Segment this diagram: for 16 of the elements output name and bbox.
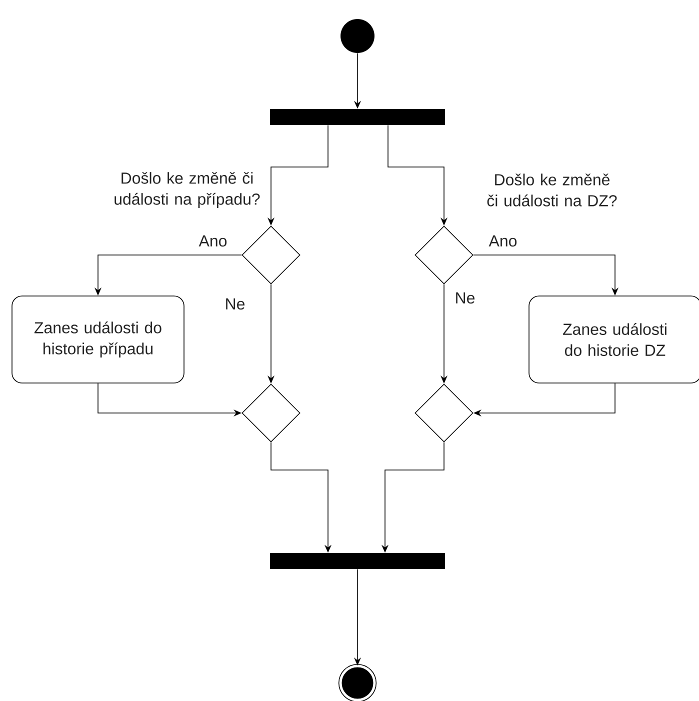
edge-label: Ne bbox=[454, 291, 476, 305]
sync-bar bbox=[270, 109, 445, 125]
edge-label: Ano bbox=[198, 234, 228, 248]
decision-diamond bbox=[414, 226, 474, 284]
end-node bbox=[338, 664, 377, 701]
question-text: Došlo ke změně či události na případu? bbox=[114, 172, 260, 208]
question-text: Došlo ke změně či události na DZ? bbox=[487, 174, 617, 206]
decision-diamond bbox=[414, 384, 474, 442]
sync-bar bbox=[270, 553, 445, 569]
edge-label: Ano bbox=[488, 234, 518, 248]
activity-box: Zanes události do historie DZ bbox=[528, 296, 699, 384]
decision-diamond bbox=[242, 226, 300, 284]
start-node bbox=[340, 19, 374, 53]
activity-box: Zanes události do historie případu bbox=[12, 296, 184, 384]
edge-label: Ne bbox=[224, 297, 246, 311]
decision-diamond bbox=[242, 384, 300, 442]
